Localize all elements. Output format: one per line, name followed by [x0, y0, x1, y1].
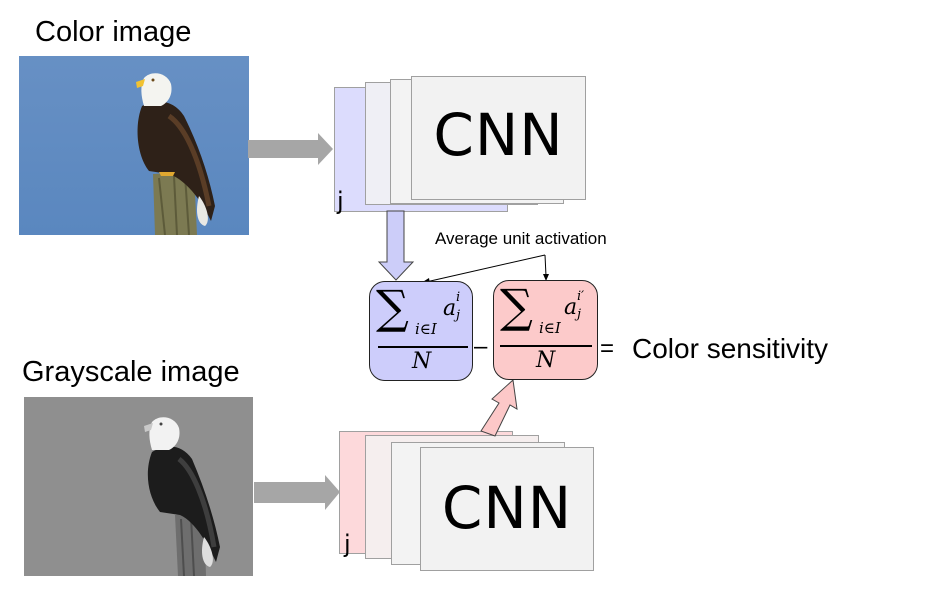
- sum-subscript: i∈I: [539, 319, 561, 337]
- denominator: N: [412, 349, 432, 374]
- activation-subscript: j: [456, 308, 461, 323]
- minus-operator: –: [474, 333, 488, 360]
- blue-down-arrow: [377, 210, 415, 281]
- bottom-cnn-layer-front: CNN: [420, 447, 594, 571]
- fraction-line: [378, 346, 468, 348]
- top-cnn-layer-front: CNN: [411, 76, 586, 200]
- fraction-line: [500, 345, 592, 347]
- color-activation-formula: ∑ i∈I a i j N: [369, 280, 473, 381]
- sum-subscript: i∈I: [415, 320, 437, 338]
- annotation-pointer-right: [544, 254, 547, 277]
- activation-variable: a: [443, 296, 457, 321]
- grayscale-activation-formula: ∑ i∈I a i′ j N: [493, 279, 598, 380]
- average-unit-activation-label: Average unit activation: [435, 229, 607, 248]
- top-cnn-label: CNN: [433, 101, 564, 169]
- eagle-illustration-gray: [24, 397, 253, 576]
- equals-sign: =: [600, 335, 615, 362]
- grayscale-image-title: Grayscale image: [22, 356, 240, 388]
- annotation-pointer-left: [425, 254, 546, 283]
- red-up-arrow: [480, 378, 518, 437]
- color-to-cnn-arrow: [248, 133, 333, 165]
- grayscale-eagle-photo: [24, 397, 253, 576]
- sum-symbol: ∑: [376, 280, 409, 334]
- color-sensitivity-label: Color sensitivity: [632, 333, 829, 364]
- sum-symbol: ∑: [500, 279, 533, 333]
- activation-superscript: i′: [577, 289, 585, 304]
- activation-subscript: j: [577, 307, 582, 322]
- denominator: N: [536, 348, 556, 373]
- color-image-title: Color image: [35, 16, 192, 48]
- color-eagle-photo: [19, 56, 249, 235]
- top-unit-j-label: j: [337, 187, 344, 215]
- activation-variable: a: [564, 295, 578, 320]
- activation-superscript: i: [456, 290, 461, 305]
- eagle-illustration: [19, 56, 249, 235]
- gray-to-cnn-arrow: [254, 475, 340, 510]
- bottom-cnn-label: CNN: [441, 474, 573, 542]
- bottom-unit-j-label: j: [344, 530, 351, 558]
